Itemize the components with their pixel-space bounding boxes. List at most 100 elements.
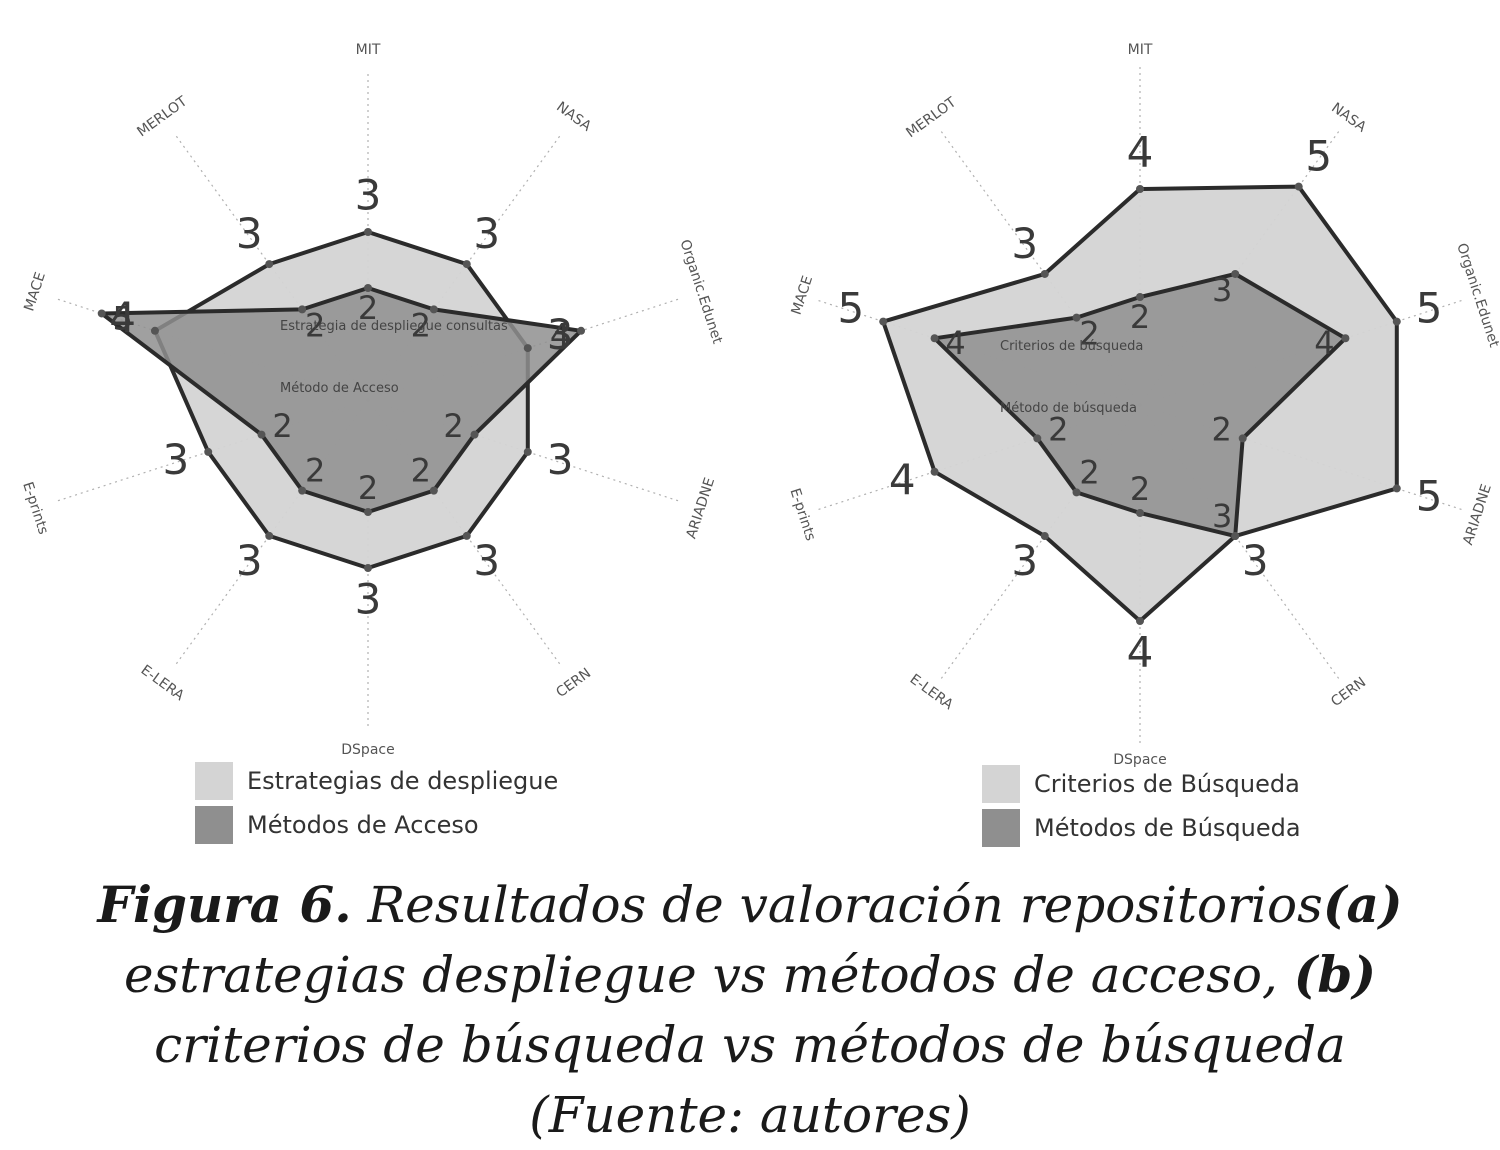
data-label: 3 — [163, 435, 190, 484]
caption-a: (a) — [1322, 875, 1403, 934]
axis-line — [939, 404, 1141, 681]
legend-label: Métodos de Búsqueda — [1034, 814, 1301, 842]
data-point — [930, 467, 939, 476]
axis-label: MIT — [356, 42, 381, 58]
inner-annotation: Criterios de búsqueda — [1000, 339, 1143, 354]
data-point — [298, 486, 307, 495]
axis-line — [939, 129, 1141, 406]
data-point — [1392, 484, 1401, 493]
data-point — [1231, 269, 1240, 278]
data-label: 3 — [1011, 219, 1038, 268]
data-point — [462, 260, 471, 269]
data-label: 3 — [473, 209, 500, 258]
data-point — [577, 326, 586, 335]
data-point — [298, 305, 307, 314]
data-label: 4 — [109, 293, 136, 342]
data-point — [1341, 334, 1350, 343]
data-label: 2 — [1130, 470, 1150, 508]
data-point — [1238, 434, 1247, 443]
data-label: 3 — [473, 536, 500, 585]
data-point — [1294, 182, 1303, 191]
axis-label: DSpace — [1113, 752, 1166, 768]
legend-swatch — [195, 762, 233, 800]
data-label: 2 — [358, 469, 378, 507]
data-label: 2 — [411, 452, 431, 490]
data-label: 2 — [1079, 453, 1099, 491]
data-label: 4 — [1314, 324, 1334, 362]
data-label: 3 — [355, 575, 382, 624]
data-label: 3 — [1212, 271, 1232, 309]
axis-label: MACE — [789, 274, 817, 317]
data-point — [364, 284, 372, 292]
axis-label: MERLOT — [134, 93, 190, 140]
data-point — [429, 486, 438, 495]
legend-label: Métodos de Acceso — [247, 811, 479, 839]
data-point — [1072, 313, 1081, 322]
data-label: 3 — [236, 209, 263, 258]
data-point — [364, 564, 372, 572]
axis-label: E-LERA — [907, 671, 957, 713]
axis-line — [1139, 129, 1341, 406]
data-point — [879, 317, 888, 326]
axis-label: MIT — [1128, 42, 1153, 58]
data-point — [1072, 488, 1081, 497]
data-label: 2 — [1130, 298, 1150, 336]
data-point — [1136, 617, 1144, 625]
legend-label: Estrategias de despliegue — [247, 767, 558, 795]
data-label: 2 — [305, 452, 325, 490]
data-point — [1136, 509, 1144, 517]
data-label: 4 — [945, 324, 965, 362]
data-label: 3 — [236, 536, 263, 585]
data-point — [429, 305, 438, 314]
data-point — [1040, 269, 1049, 278]
figure-caption: Figura 6. Resultados de valoración repos… — [40, 870, 1460, 1150]
axis-label: E-prints — [19, 480, 51, 536]
axis-label: E-prints — [786, 486, 818, 542]
axis-label: CERN — [1328, 674, 1369, 710]
legend-swatch — [195, 806, 233, 844]
axis-line — [1139, 404, 1341, 681]
data-label: 2 — [305, 306, 325, 344]
data-label: 3 — [547, 310, 574, 359]
data-label: 2 — [411, 306, 431, 344]
legend-swatch — [982, 765, 1020, 803]
radar-chart-b: MITNASAOrganic.EdunetARIADNECERNDSpaceE-… — [786, 42, 1500, 847]
axis-label: MACE — [21, 270, 49, 313]
inner-annotation: Método de Acceso — [280, 381, 399, 396]
data-point — [150, 326, 159, 335]
data-point — [364, 508, 372, 516]
data-label: 3 — [355, 171, 382, 220]
inner-annotation: Método de búsqueda — [1000, 401, 1137, 416]
data-label: 2 — [272, 407, 292, 445]
caption-label: Figura 6. — [97, 875, 352, 934]
caption-part3: criterios de búsqueda vs métodos de búsq… — [154, 1016, 1346, 1144]
caption-part2: estrategias despliegue vs métodos de acc… — [123, 946, 1294, 1004]
data-label: 4 — [1127, 628, 1154, 677]
axis-label: NASA — [553, 99, 594, 135]
data-point — [1136, 293, 1144, 301]
data-point — [523, 447, 532, 456]
data-point — [1392, 317, 1401, 326]
data-point — [523, 344, 532, 353]
data-point — [204, 447, 213, 456]
inner-annotation: Estrategia de despliegue consultas — [280, 319, 508, 334]
data-label: 3 — [547, 435, 574, 484]
data-point — [97, 309, 106, 318]
data-point — [930, 334, 939, 343]
data-label: 2 — [358, 289, 378, 327]
axis-label: ARIADNE — [1460, 482, 1495, 547]
data-label: 5 — [1416, 284, 1443, 333]
data-point — [1040, 532, 1049, 541]
data-label: 5 — [113, 299, 133, 337]
data-label: 4 — [1127, 128, 1154, 177]
radar-chart-a: MITNASAOrganic.EdunetARIADNECERNDSpaceE-… — [19, 42, 725, 844]
axis-label: DSpace — [341, 742, 394, 758]
data-label: 5 — [1305, 132, 1332, 181]
data-point — [1033, 434, 1042, 443]
data-label: 2 — [443, 407, 463, 445]
axis-label: Organic.Edunet — [1453, 241, 1500, 350]
data-point — [1231, 532, 1240, 541]
data-label: 4 — [889, 455, 916, 504]
legend-swatch — [982, 809, 1020, 847]
